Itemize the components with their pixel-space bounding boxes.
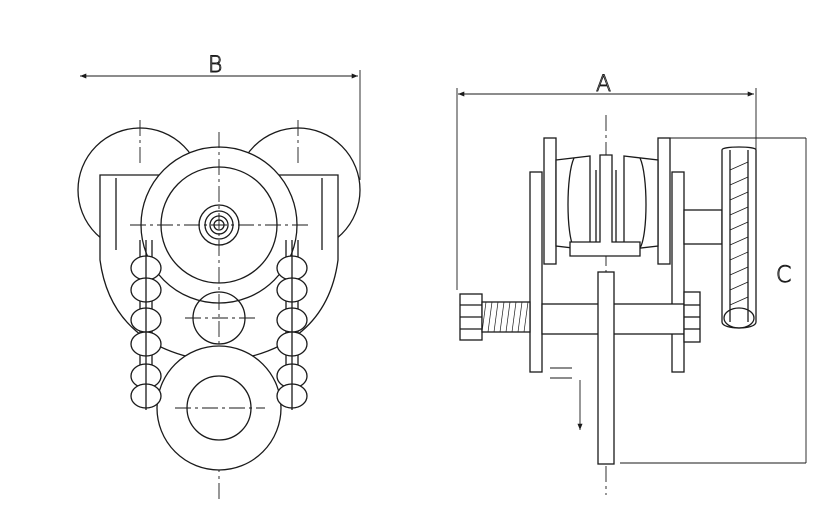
dimension-b: B	[80, 53, 361, 180]
lower-pulleys	[156, 291, 282, 471]
thread-hatch	[481, 301, 529, 333]
beam-flange	[569, 154, 641, 257]
side-view: A C	[456, 72, 807, 495]
dimension-c-label: C	[776, 263, 791, 288]
front-view: B	[77, 53, 361, 500]
trolley-wheels-side	[555, 155, 659, 251]
dimension-c: C	[620, 137, 807, 464]
dimension-a: A	[456, 72, 757, 290]
dimension-a-label: A	[596, 72, 611, 97]
hand-wheel-side	[683, 146, 757, 329]
small-dim-mark	[550, 367, 583, 430]
load-plate	[597, 271, 615, 465]
dimension-b-label: B	[208, 53, 222, 78]
main-wheel	[130, 132, 310, 500]
cross-bolt	[459, 291, 701, 343]
hand-wheel-hatch	[729, 161, 749, 306]
hand-chain-right	[276, 240, 308, 410]
hand-chain-left	[130, 240, 162, 410]
